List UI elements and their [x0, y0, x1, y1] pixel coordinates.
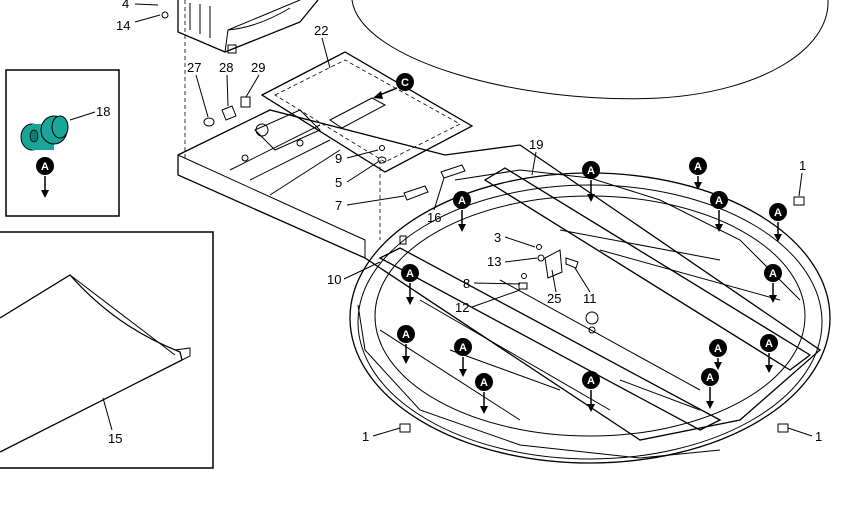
svg-text:A: A — [765, 338, 773, 350]
label-part-19: 19 — [529, 137, 543, 152]
label-part-25: 25 — [547, 291, 561, 306]
callout-a-markers: A A A A A A A A A A A A A A A — [36, 157, 787, 414]
hardware — [161, 0, 805, 433]
label-part-4: 4 — [122, 0, 129, 11]
motor-housing — [177, 0, 319, 54]
leader-lines — [134, 3, 813, 437]
label-part-11: 11 — [583, 291, 597, 306]
part-18-roller — [20, 115, 69, 151]
label-part-8: 8 — [463, 276, 470, 291]
base-frame — [177, 109, 822, 441]
label-part-27: 27 — [187, 60, 201, 75]
label-part-16: 16 — [427, 210, 441, 225]
label-part-13: 13 — [487, 254, 501, 269]
svg-text:A: A — [41, 161, 49, 173]
label-part-28: 28 — [219, 60, 233, 75]
cover-plate — [260, 51, 474, 173]
label-part-7: 7 — [335, 198, 342, 213]
label-part-18: 18 — [96, 104, 110, 119]
svg-text:A: A — [402, 329, 410, 341]
svg-text:A: A — [480, 377, 488, 389]
svg-text:A: A — [769, 268, 777, 280]
svg-text:A: A — [706, 372, 714, 384]
svg-text:A: A — [715, 195, 723, 207]
label-part-10: 10 — [327, 272, 341, 287]
svg-text:A: A — [587, 165, 595, 177]
svg-text:A: A — [587, 375, 595, 387]
label-part-1-left: 1 — [362, 429, 369, 444]
label-part-14: 14 — [116, 18, 130, 33]
part-labels: 4 14 22 27 28 29 9 5 7 16 19 1 3 13 8 12… — [96, 0, 822, 446]
turntable-base — [349, 169, 831, 464]
label-part-9: 9 — [335, 151, 342, 166]
inset-box-18 — [5, 69, 120, 217]
svg-text:C: C — [401, 77, 409, 89]
top-platter — [351, 0, 829, 100]
svg-text:A: A — [774, 207, 782, 219]
svg-text:A: A — [406, 268, 414, 280]
label-part-15: 15 — [108, 431, 122, 446]
svg-text:A: A — [714, 343, 722, 355]
label-part-22: 22 — [314, 23, 328, 38]
callout-c-marker: C — [373, 73, 414, 99]
inset-box-15 — [0, 231, 214, 469]
svg-text:A: A — [458, 195, 466, 207]
label-part-3: 3 — [494, 230, 501, 245]
svg-text:A: A — [694, 161, 702, 173]
label-part-29: 29 — [251, 60, 265, 75]
svg-text:A: A — [459, 342, 467, 354]
label-part-12: 12 — [455, 300, 469, 315]
label-part-1-right: 1 — [815, 429, 822, 444]
label-part-5: 5 — [335, 175, 342, 190]
label-part-1-top: 1 — [799, 158, 806, 173]
